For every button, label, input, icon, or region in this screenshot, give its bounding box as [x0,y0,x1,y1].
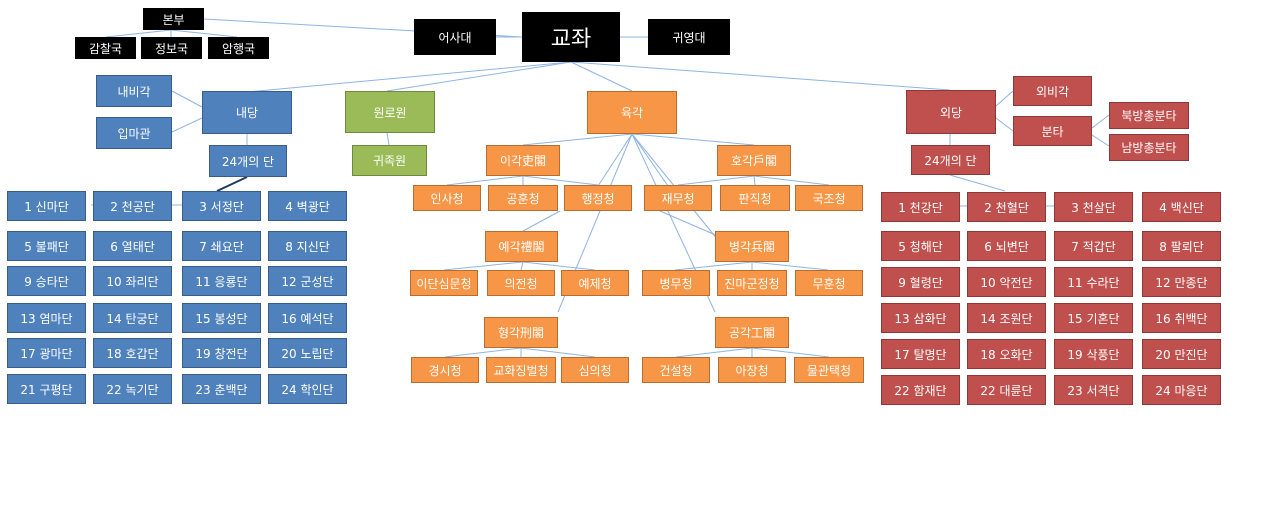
naedang-unit-10: 10 좌리단 [93,266,172,296]
naedang-node: 내당 [202,91,292,134]
gyeongsi-node: 경시청 [411,357,479,383]
ajang-node: 아장청 [718,357,786,383]
jaemu-node: 재무청 [644,185,712,211]
oedang-unit-13: 13 삼화단 [881,303,960,333]
oedang-unit-1: 1 천강단 [881,192,960,222]
naedang-unit-17: 17 광마단 [7,338,86,368]
oedang-unit-10: 10 악전단 [967,267,1046,297]
naedang-unit-22: 22 녹기단 [93,374,172,404]
mulgwan-node: 물관택청 [794,357,864,383]
hogak-node: 호각戶閣 [717,145,791,176]
oedang-node: 외당 [906,90,996,134]
haengjeong-node: 행정청 [564,185,632,211]
bonbu-node: 본부 [143,8,204,30]
naedang-unit-23: 23 춘백단 [182,374,261,404]
yegak-node: 예각禮閣 [485,231,558,262]
naedang-unit-21: 21 구평단 [7,374,86,404]
gwiyeongdae-node: 귀영대 [648,19,730,55]
simui-node: 심의청 [561,357,629,383]
gukjo-node: 국조청 [795,185,863,211]
naedang-unit-6: 6 열태단 [93,231,172,261]
oedang-unit-9: 9 혈령단 [881,267,960,297]
yeje-node: 예제청 [561,270,629,296]
naedang-unit-3: 3 서정단 [182,191,261,221]
hyeonggak-node: 형각刑閣 [484,317,558,348]
naedang-unit-20: 20 노립단 [268,338,347,368]
eosadae-node: 어사대 [414,19,496,55]
jinma-node: 진마군정청 [717,270,787,296]
oedang-unit-12: 12 만종단 [1142,267,1221,297]
gwijokwon-node: 귀족원 [352,145,427,176]
gyoja-node: 교좌 [522,12,620,62]
oedang-unit-17: 17 탈명단 [881,339,960,369]
oedang-unit-23: 23 서격단 [1054,375,1133,405]
panjik-node: 판직청 [720,185,790,211]
oedang-unit-14: 14 조원단 [967,303,1046,333]
oedang-unit-16: 16 취백단 [1142,303,1221,333]
gonggak-node: 공각工閣 [715,317,789,348]
oedang-unit-21: 22 함재단 [881,375,960,405]
naedang-unit-8: 8 지신단 [268,231,347,261]
naedang-unit-1: 1 신마단 [7,191,86,221]
idan-node: 이단심문청 [410,270,478,296]
oedang-unit-8: 8 팔뢰단 [1142,231,1221,261]
oedang-unit-11: 11 수라단 [1054,267,1133,297]
naedang-unit-12: 12 군성단 [268,266,347,296]
oedang-unit-24: 24 마응단 [1142,375,1221,405]
gyohwa-node: 교화징벌청 [486,357,556,383]
oedang-unit-15: 15 기혼단 [1054,303,1133,333]
naedang-unit-14: 14 탄궁단 [93,303,172,333]
naedang-unit-4: 4 벽광단 [268,191,347,221]
wonrowon-node: 원로원 [345,91,435,133]
naedang-unit-5: 5 불패단 [7,231,86,261]
oedang-unit-19: 19 삭풍단 [1054,339,1133,369]
naedang-unit-13: 13 염마단 [7,303,86,333]
oedang-unit-3: 3 천살단 [1054,192,1133,222]
oedang-unit-20: 20 만진단 [1142,339,1221,369]
oedang-unit-5: 5 청해단 [881,231,960,261]
gamchal-node: 감찰국 [75,37,136,59]
nambang-node: 남방총분타 [1109,134,1189,161]
oedang-unit-2: 2 천혈단 [967,192,1046,222]
bukbang-node: 북방총분타 [1109,102,1189,129]
naedang-unit-24: 24 학인단 [268,374,347,404]
amhaeng-node: 암행국 [208,37,269,59]
naedang-units-title: 24개의 단 [209,145,287,177]
oebigak-node: 외비각 [1013,76,1092,106]
gonghun-node: 공훈청 [488,185,558,211]
jeongbo-node: 정보국 [141,37,202,59]
muhun-node: 무훈청 [795,270,863,296]
oedang-unit-7: 7 적갑단 [1054,231,1133,261]
yukgak-node: 육각 [587,91,677,134]
byeongmu-node: 병무청 [642,270,710,296]
naedang-unit-7: 7 쇄요단 [182,231,261,261]
naedang-unit-18: 18 호갑단 [93,338,172,368]
ipmagwan-node: 입마관 [96,117,172,149]
naedang-unit-9: 9 승타단 [7,266,86,296]
oedang-unit-18: 18 오화단 [967,339,1046,369]
naedang-unit-19: 19 창전단 [182,338,261,368]
naedang-unit-11: 11 응룡단 [182,266,261,296]
igak-node: 이각吏閣 [486,145,560,176]
naebigak-node: 내비각 [96,75,172,107]
naedang-unit-16: 16 예석단 [268,303,347,333]
naedang-unit-15: 15 봉성단 [182,303,261,333]
uijeon-node: 의전청 [487,270,555,296]
byeonggak-node: 병각兵閣 [715,231,789,262]
geonseol-node: 건설청 [642,357,710,383]
oedang-unit-22: 22 대륜단 [967,375,1046,405]
naedang-unit-2: 2 천공단 [93,191,172,221]
insa-node: 인사청 [413,185,481,211]
oedang-unit-4: 4 백신단 [1142,192,1221,222]
oedang-unit-6: 6 뇌변단 [967,231,1046,261]
oedang-units-title: 24개의 단 [911,145,990,175]
bunta-node: 분타 [1013,116,1092,146]
